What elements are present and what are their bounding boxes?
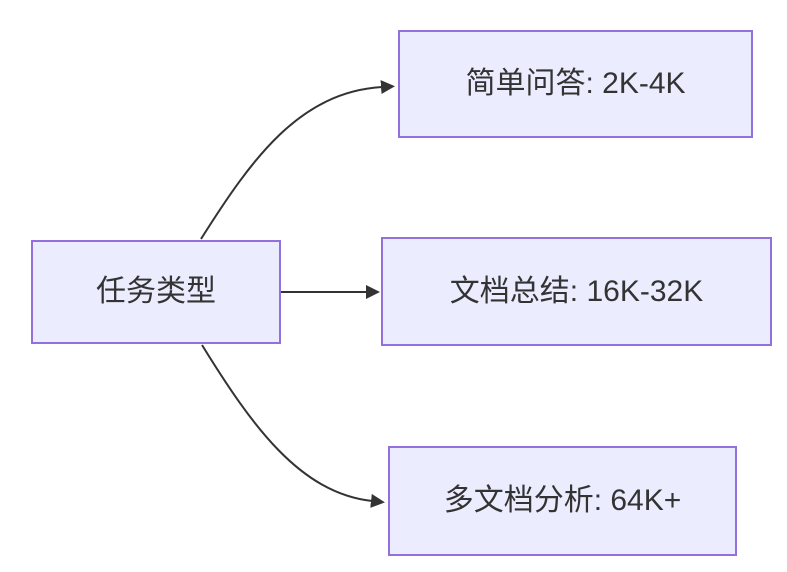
node-multi-doc-label: 多文档分析: 64K+: [443, 484, 682, 517]
node-task-type-label: 任务类型: [96, 275, 216, 308]
node-doc-summary: 文档总结: 16K-32K: [381, 237, 772, 346]
edge-task-type-to-multi-doc: [201, 344, 385, 508]
node-task-type: 任务类型: [31, 240, 281, 344]
node-doc-summary-label: 文档总结: 16K-32K: [449, 274, 704, 308]
edge-task-type-to-simple-qa: [200, 80, 395, 240]
node-simple-qa-label: 简单问答: 2K-4K: [465, 67, 686, 100]
node-simple-qa: 简单问答: 2K-4K: [398, 30, 753, 138]
node-multi-doc: 多文档分析: 64K+: [388, 446, 737, 556]
